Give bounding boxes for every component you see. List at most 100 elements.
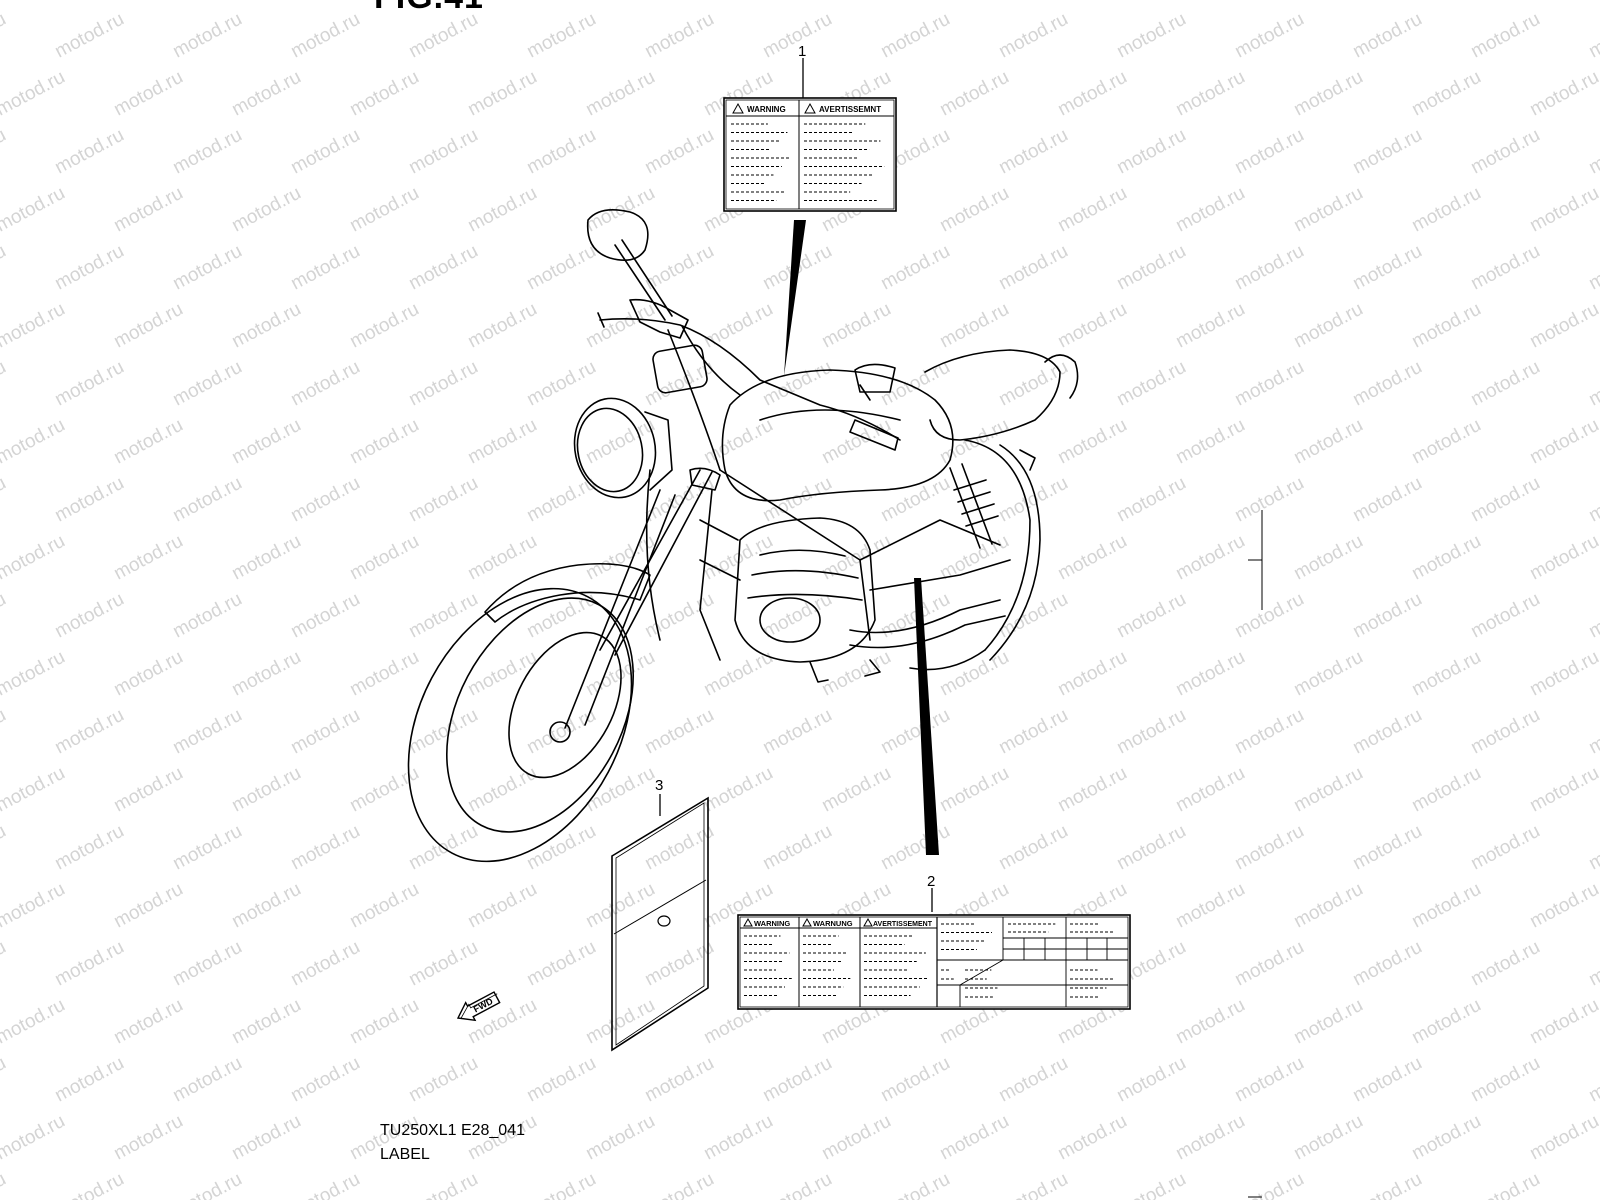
watermark-text: motod.ru: [464, 531, 540, 585]
watermark-text: motod.ru: [110, 67, 186, 121]
watermark-text: motod.ru: [1054, 531, 1130, 585]
leader-line-label-1: [784, 220, 806, 376]
watermark-text: motod.ru: [405, 589, 481, 643]
watermark-text: motod.ru: [1290, 647, 1366, 701]
watermark-text: motod.ru: [818, 1111, 894, 1165]
watermark-text: motod.ru: [0, 1053, 10, 1107]
watermark-text: motod.ru: [877, 1169, 953, 1200]
watermark-text: motod.ru: [1408, 995, 1484, 1049]
watermark-text: motod.ru: [1585, 125, 1600, 179]
watermark-text: motod.ru: [51, 589, 127, 643]
watermark-text: motod.ru: [228, 531, 304, 585]
watermark-text: motod.ru: [1290, 299, 1366, 353]
label-3-plate: [611, 796, 709, 1052]
watermark-text: motod.ru: [1526, 995, 1600, 1049]
watermark-text: motod.ru: [700, 0, 776, 4]
watermark-text: motod.ru: [110, 1111, 186, 1165]
callout-2: 2: [927, 873, 935, 890]
watermark-text: motod.ru: [1054, 1111, 1130, 1165]
watermark-text: motod.ru: [523, 241, 599, 295]
watermark-text: motod.ru: [228, 763, 304, 817]
watermark-text: motod.ru: [936, 1111, 1012, 1165]
watermark-text: motod.ru: [1054, 67, 1130, 121]
watermark-text: motod.ru: [110, 183, 186, 237]
watermark-text: motod.ru: [523, 357, 599, 411]
watermark-text: motod.ru: [523, 1169, 599, 1200]
watermark-text: motod.ru: [1113, 357, 1189, 411]
watermark-text: motod.ru: [759, 589, 835, 643]
watermark-text: motod.ru: [1467, 937, 1543, 991]
watermark-text: motod.ru: [0, 473, 10, 527]
watermark-text: motod.ru: [995, 1053, 1071, 1107]
watermark-text: motod.ru: [110, 763, 186, 817]
watermark-text: motod.ru: [1290, 0, 1366, 4]
watermark-text: motod.ru: [1467, 1053, 1543, 1107]
watermark-text: motod.ru: [1467, 357, 1543, 411]
watermark-text: motod.ru: [346, 0, 422, 4]
watermark-text: motod.ru: [759, 357, 835, 411]
watermark-text: motod.ru: [1113, 1053, 1189, 1107]
watermark-text: motod.ru: [0, 763, 69, 817]
watermark-text: motod.ru: [0, 995, 69, 1049]
watermark-text: motod.ru: [523, 473, 599, 527]
watermark-text: motod.ru: [1408, 183, 1484, 237]
watermark-text: motod.ru: [641, 821, 717, 875]
watermark-text: motod.ru: [1408, 531, 1484, 585]
watermark-text: motod.ru: [0, 1169, 10, 1200]
watermark-text: motod.ru: [51, 241, 127, 295]
watermark-text: motod.ru: [1172, 415, 1248, 469]
watermark-text: motod.ru: [169, 357, 245, 411]
watermark-text: motod.ru: [287, 473, 363, 527]
watermark-text: motod.ru: [1172, 67, 1248, 121]
watermark-text: motod.ru: [582, 1111, 658, 1165]
watermark-text: motod.ru: [1526, 183, 1600, 237]
watermark-text: motod.ru: [110, 531, 186, 585]
fwd-arrow-icon: [456, 991, 501, 1022]
label-2-text-lines: [744, 923, 1115, 998]
watermark-text: motod.ru: [1231, 705, 1307, 759]
watermark-text: motod.ru: [1113, 473, 1189, 527]
watermark-text: motod.ru: [759, 1169, 835, 1200]
watermark-text: motod.ru: [1349, 821, 1425, 875]
watermark-text: motod.ru: [1231, 589, 1307, 643]
warning-triangle-icon: [802, 917, 812, 927]
watermark-text: motod.ru: [346, 183, 422, 237]
watermark-text: motod.ru: [1113, 241, 1189, 295]
watermark-text: motod.ru: [936, 647, 1012, 701]
watermark-text: motod.ru: [0, 0, 69, 4]
watermark-text: motod.ru: [0, 241, 10, 295]
watermark-text: motod.ru: [287, 589, 363, 643]
watermark-text: motod.ru: [700, 763, 776, 817]
watermark-text: motod.ru: [169, 125, 245, 179]
watermark-text: motod.ru: [464, 299, 540, 353]
watermark-text: motod.ru: [405, 473, 481, 527]
watermark-text: motod.ru: [51, 1053, 127, 1107]
watermark-text: motod.ru: [1526, 531, 1600, 585]
watermark-text: motod.ru: [110, 879, 186, 933]
watermark-text: motod.ru: [1408, 299, 1484, 353]
watermark-text: motod.ru: [228, 879, 304, 933]
watermark-text: motod.ru: [0, 531, 69, 585]
watermark-text: motod.ru: [287, 1169, 363, 1200]
watermark-text: motod.ru: [759, 705, 835, 759]
watermark-text: motod.ru: [228, 995, 304, 1049]
watermark-text: motod.ru: [1172, 995, 1248, 1049]
watermark-text: motod.ru: [1467, 473, 1543, 527]
watermark-text: motod.ru: [0, 1111, 69, 1165]
watermark-text: motod.ru: [995, 473, 1071, 527]
label-2-header-warning: WARNING: [754, 919, 790, 928]
watermark-text: motod.ru: [0, 183, 69, 237]
watermark-text: motod.ru: [1467, 1169, 1543, 1200]
watermark-text: motod.ru: [1349, 9, 1425, 63]
watermark-text: motod.ru: [818, 299, 894, 353]
watermark-text: motod.ru: [0, 821, 10, 875]
leader-line-label-2: [914, 578, 939, 855]
watermark-text: motod.ru: [464, 879, 540, 933]
watermark-text: motod.ru: [346, 995, 422, 1049]
watermark-text: motod.ru: [464, 763, 540, 817]
watermark-text: motod.ru: [1231, 473, 1307, 527]
watermark-text: motod.ru: [877, 357, 953, 411]
watermark-text: motod.ru: [1172, 0, 1248, 4]
watermark-text: motod.ru: [228, 0, 304, 4]
